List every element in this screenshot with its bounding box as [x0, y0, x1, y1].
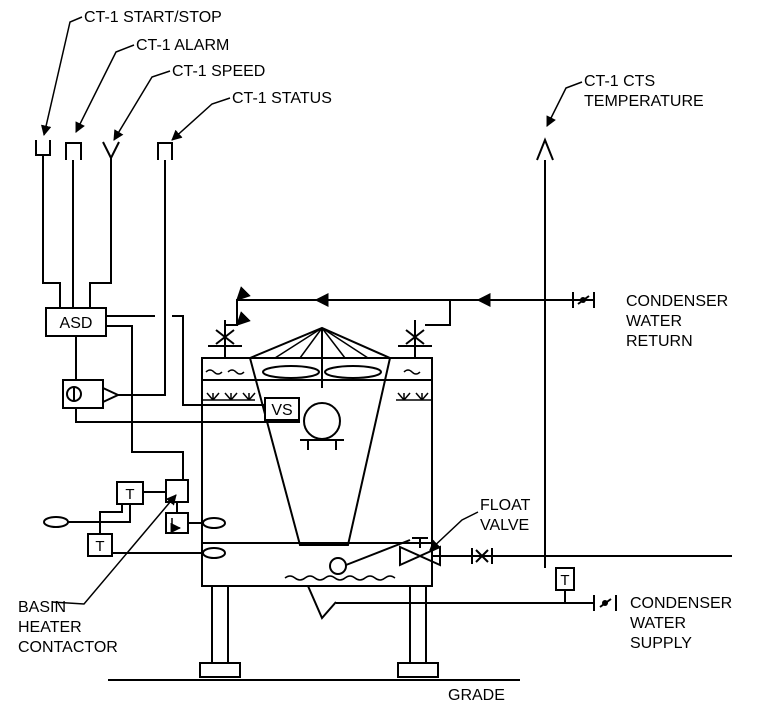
cond-return-line1: CONDENSER [626, 293, 728, 310]
fan-guard [274, 327, 369, 359]
distribution-water [205, 369, 421, 375]
speed-leader [113, 70, 171, 141]
asd-label: ASD [60, 315, 93, 332]
alarm-label: CT-1 ALARM [136, 37, 229, 54]
supply-isolation-dot [602, 600, 608, 606]
return-isolation-dot [580, 297, 586, 303]
supply-sensor-label: T [560, 572, 569, 589]
start-stop-leader [41, 16, 83, 137]
motor-feed-wire [75, 408, 300, 423]
basin-water [284, 575, 396, 581]
asd-to-contactor [106, 325, 184, 480]
vs-box [264, 397, 300, 421]
thermostat-link [99, 504, 123, 534]
supply-flange [593, 595, 617, 611]
float-valve-line1: FLOAT [480, 497, 531, 514]
basin-heater-contactor [165, 479, 189, 503]
cts-temp-label-line1: CT-1 CTS [584, 73, 655, 90]
nozzles-right [397, 392, 429, 401]
right-footing [397, 662, 439, 678]
left-inlet-stem [208, 345, 242, 358]
speed-label: CT-1 SPEED [172, 63, 265, 80]
asd-to-vs [172, 315, 265, 406]
tower-supports: GRADE [108, 586, 520, 704]
cond-supply-line3: SUPPLY [630, 635, 692, 652]
makeup-piping: FLOAT VALVE [329, 497, 732, 575]
basin-heater-controls: T T BASIN HEATER CONTACTOR [18, 479, 226, 656]
cond-return-line2: WATER [626, 313, 682, 330]
float-valve-body [399, 545, 441, 567]
float-ball [329, 557, 347, 575]
point-labels: CT-1 START/STOP CT-1 ALARM CT-1 SPEED CT… [41, 9, 704, 141]
motor-base [300, 439, 344, 450]
left-footing [199, 662, 241, 678]
basin-heater-line2: HEATER [18, 619, 82, 636]
tower-casing [201, 357, 433, 587]
cts-temp-leader [546, 81, 583, 127]
grade-label: GRADE [448, 687, 505, 704]
condenser-return-piping: CONDENSER WATER RETURN [208, 286, 728, 358]
fan-motor [303, 402, 341, 440]
makeup-strainer [471, 548, 493, 564]
return-branch-right [425, 300, 451, 326]
outdoor-sensor [43, 516, 69, 528]
analog-output-symbol [102, 141, 120, 161]
current-switch [62, 379, 300, 423]
basin-heater [202, 547, 226, 559]
basin-heater-line3: CONTACTOR [18, 639, 118, 656]
analog-input-symbol [536, 137, 554, 161]
cts-temp-label-line2: TEMPERATURE [584, 93, 704, 110]
digital-output-symbol [35, 140, 51, 156]
status-label: CT-1 STATUS [232, 90, 332, 107]
digital-input-symbol [65, 142, 82, 160]
right-inlet-stem [398, 345, 432, 358]
asd-box [45, 307, 107, 337]
fan-blade-right [324, 365, 382, 379]
thermostat-lower-label: T [95, 538, 104, 555]
fill-cone [249, 357, 391, 546]
start-stop-wire [42, 155, 61, 308]
cond-supply-line1: CONDENSER [630, 595, 732, 612]
float-valve-leader [429, 511, 479, 551]
heater-relay-symbol [170, 518, 182, 534]
left-inlet-valve [215, 320, 235, 346]
heater-relay [165, 512, 189, 534]
basin-sump [307, 585, 337, 620]
current-switch-box [62, 379, 104, 409]
status-wire [118, 160, 166, 396]
basin-heater-leader [51, 494, 177, 605]
supply-thermowell [560, 589, 570, 603]
cond-supply-line2: WATER [630, 615, 686, 632]
alarm-leader [75, 44, 135, 133]
control-wiring [42, 155, 546, 568]
right-inlet-valve [405, 320, 425, 346]
supply-sensor-box [555, 567, 575, 591]
fan-shroud [249, 326, 391, 359]
speed-wire [89, 158, 112, 308]
cond-return-line3: RETURN [626, 333, 693, 350]
cooling-tower: VS [201, 326, 433, 620]
status-leader [171, 97, 231, 141]
level-switch [202, 517, 226, 529]
thermostat-upper-label: T [125, 486, 134, 503]
current-switch-arrow [102, 387, 121, 403]
tower-legs [211, 586, 427, 663]
vs-label: VS [271, 402, 292, 419]
basin-heater-line1: BASIN [18, 599, 66, 616]
float-valve-stem [412, 537, 428, 548]
return-flange [572, 292, 595, 308]
outdoor-sensor-lead [56, 504, 131, 523]
start-stop-label: CT-1 START/STOP [84, 9, 222, 26]
condenser-supply-piping: T CONDENSER WATER SUPPLY [336, 567, 732, 652]
asd-unit: ASD [45, 307, 265, 480]
bas-point-symbols [35, 137, 554, 161]
nozzles-left [206, 392, 256, 401]
return-pipe [225, 286, 594, 326]
fan-blade-left [262, 365, 320, 379]
float-arm [345, 539, 411, 566]
status-input-symbol [157, 142, 173, 160]
float-valve-line2: VALVE [480, 517, 529, 534]
